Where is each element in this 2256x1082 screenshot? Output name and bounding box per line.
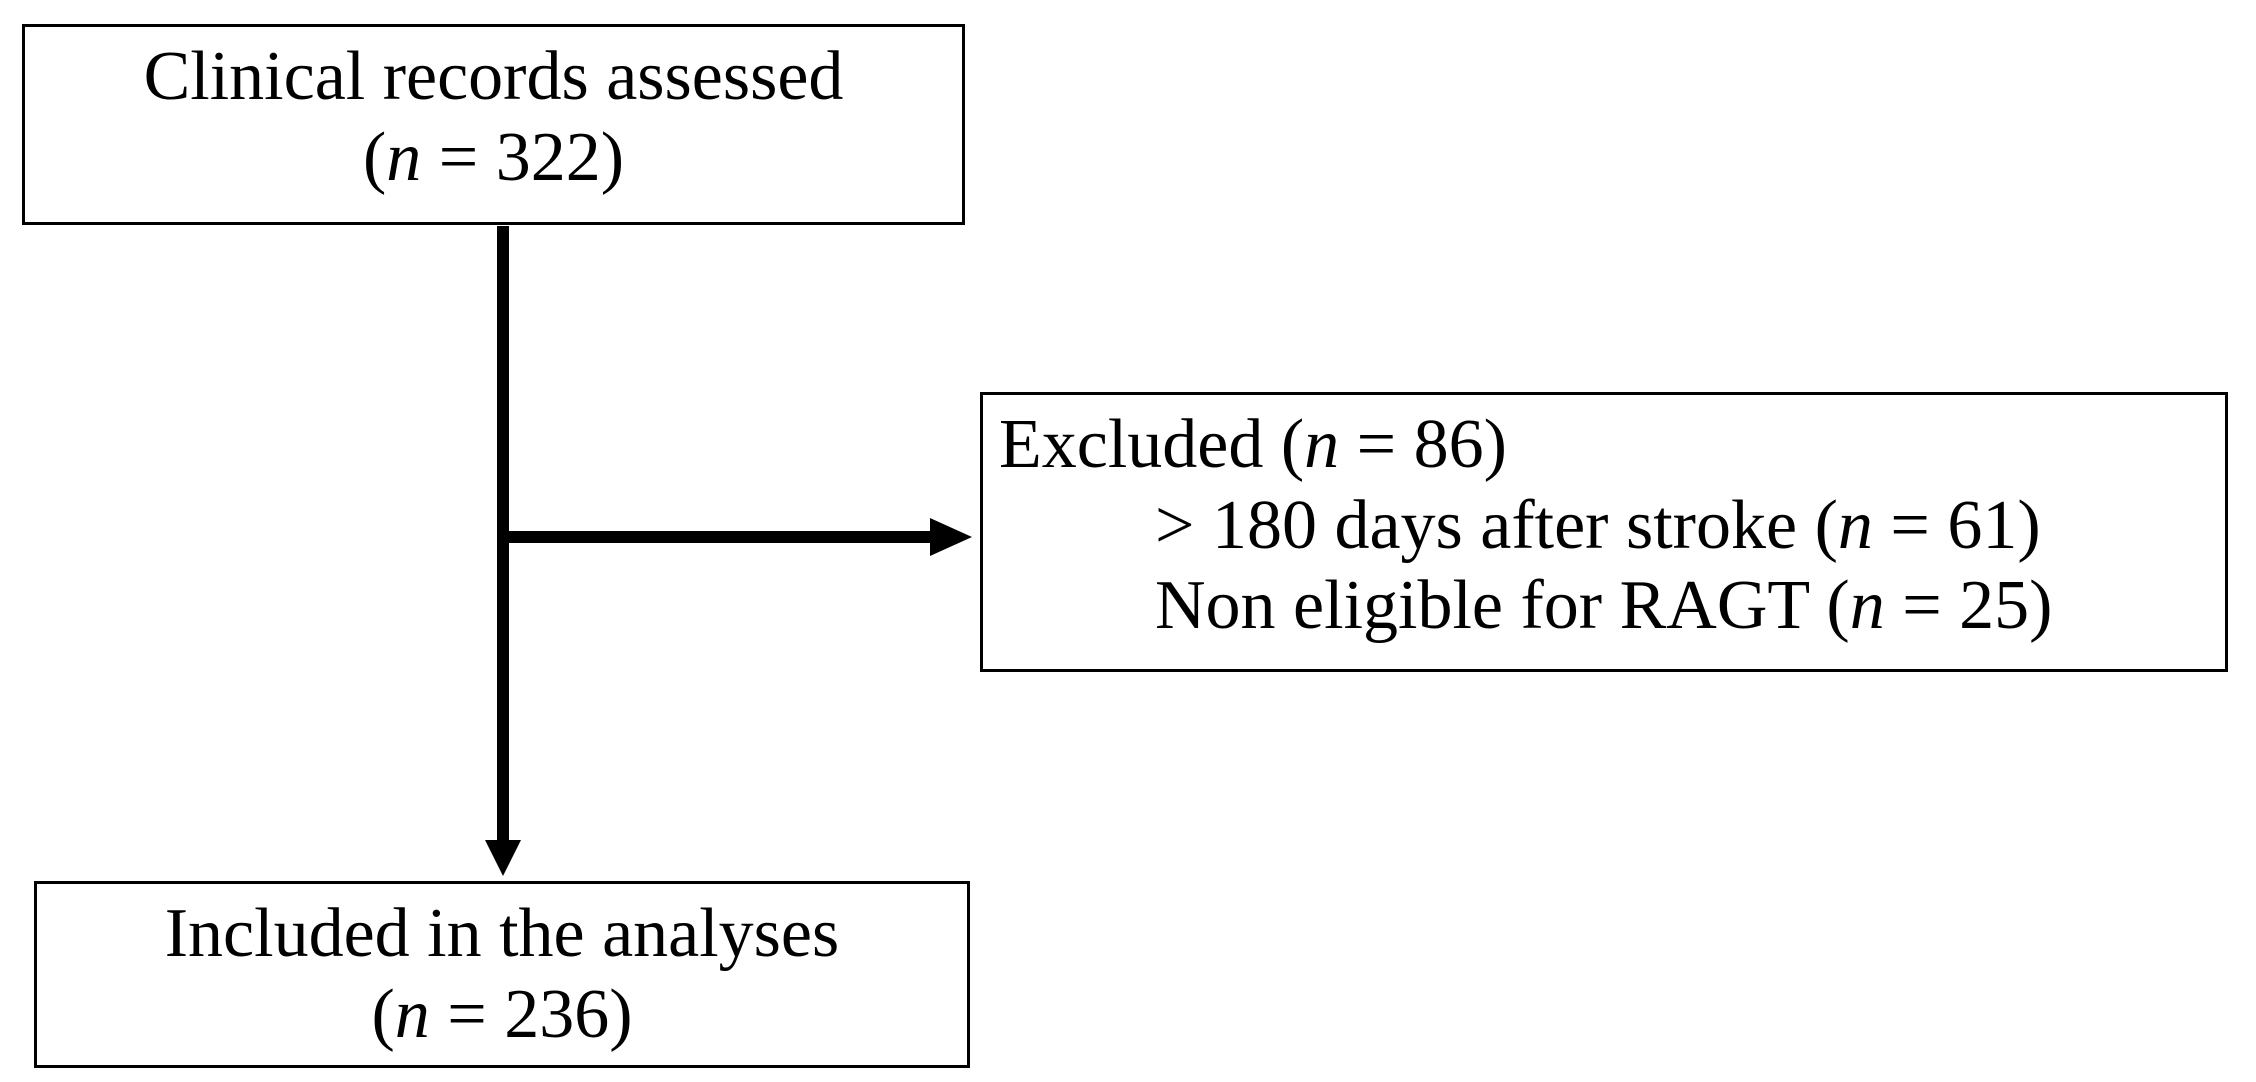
- assessed-count-nvar: n: [386, 118, 422, 196]
- excluded-reason-ragt-suffix: = 25): [1884, 567, 2053, 644]
- down-arrowhead-icon: [485, 840, 521, 876]
- assessed-title-text: Clinical records assessed: [143, 38, 844, 115]
- included-count-suffix: = 236): [429, 975, 633, 1053]
- excluded-reason-ragt-nvar: n: [1849, 567, 1885, 644]
- assessed-count: (n = 322): [363, 118, 624, 199]
- included-title-text: Included in the analyses: [164, 895, 840, 972]
- assessed-box: Clinical records assessed (n = 322): [22, 24, 965, 225]
- included-count-prefix: (: [371, 975, 395, 1053]
- excluded-title-nvar: n: [1304, 406, 1340, 483]
- excluded-reason-days: > 180 days after stroke (n = 61): [1155, 486, 2215, 567]
- excluded-box: Excluded (n = 86) > 180 days after strok…: [980, 392, 2228, 672]
- excluded-title-suffix: = 86): [1339, 406, 1507, 483]
- included-count: (n = 236): [371, 975, 632, 1056]
- assessed-count-prefix: (: [362, 118, 387, 196]
- assessed-title: Clinical records assessed: [144, 37, 844, 118]
- excluded-reason-days-nvar: n: [1837, 486, 1873, 564]
- excluded-reason-ragt: Non eligible for RAGT (n = 25): [1155, 566, 2215, 647]
- excluded-reason-days-suffix: = 61): [1872, 486, 2041, 564]
- included-box: Included in the analyses (n = 236): [34, 881, 970, 1068]
- included-title: Included in the analyses: [165, 894, 840, 975]
- included-count-nvar: n: [394, 975, 430, 1053]
- excluded-title: Excluded (n = 86): [999, 405, 2215, 486]
- right-arrowhead-icon: [930, 518, 972, 556]
- assessed-count-suffix: = 322): [421, 118, 625, 196]
- excluded-reason-days-prefix: > 180 days after stroke (: [1155, 486, 1838, 564]
- excluded-reason-ragt-prefix: Non eligible for RAGT (: [1155, 567, 1850, 644]
- excluded-title-prefix: Excluded (: [999, 406, 1305, 483]
